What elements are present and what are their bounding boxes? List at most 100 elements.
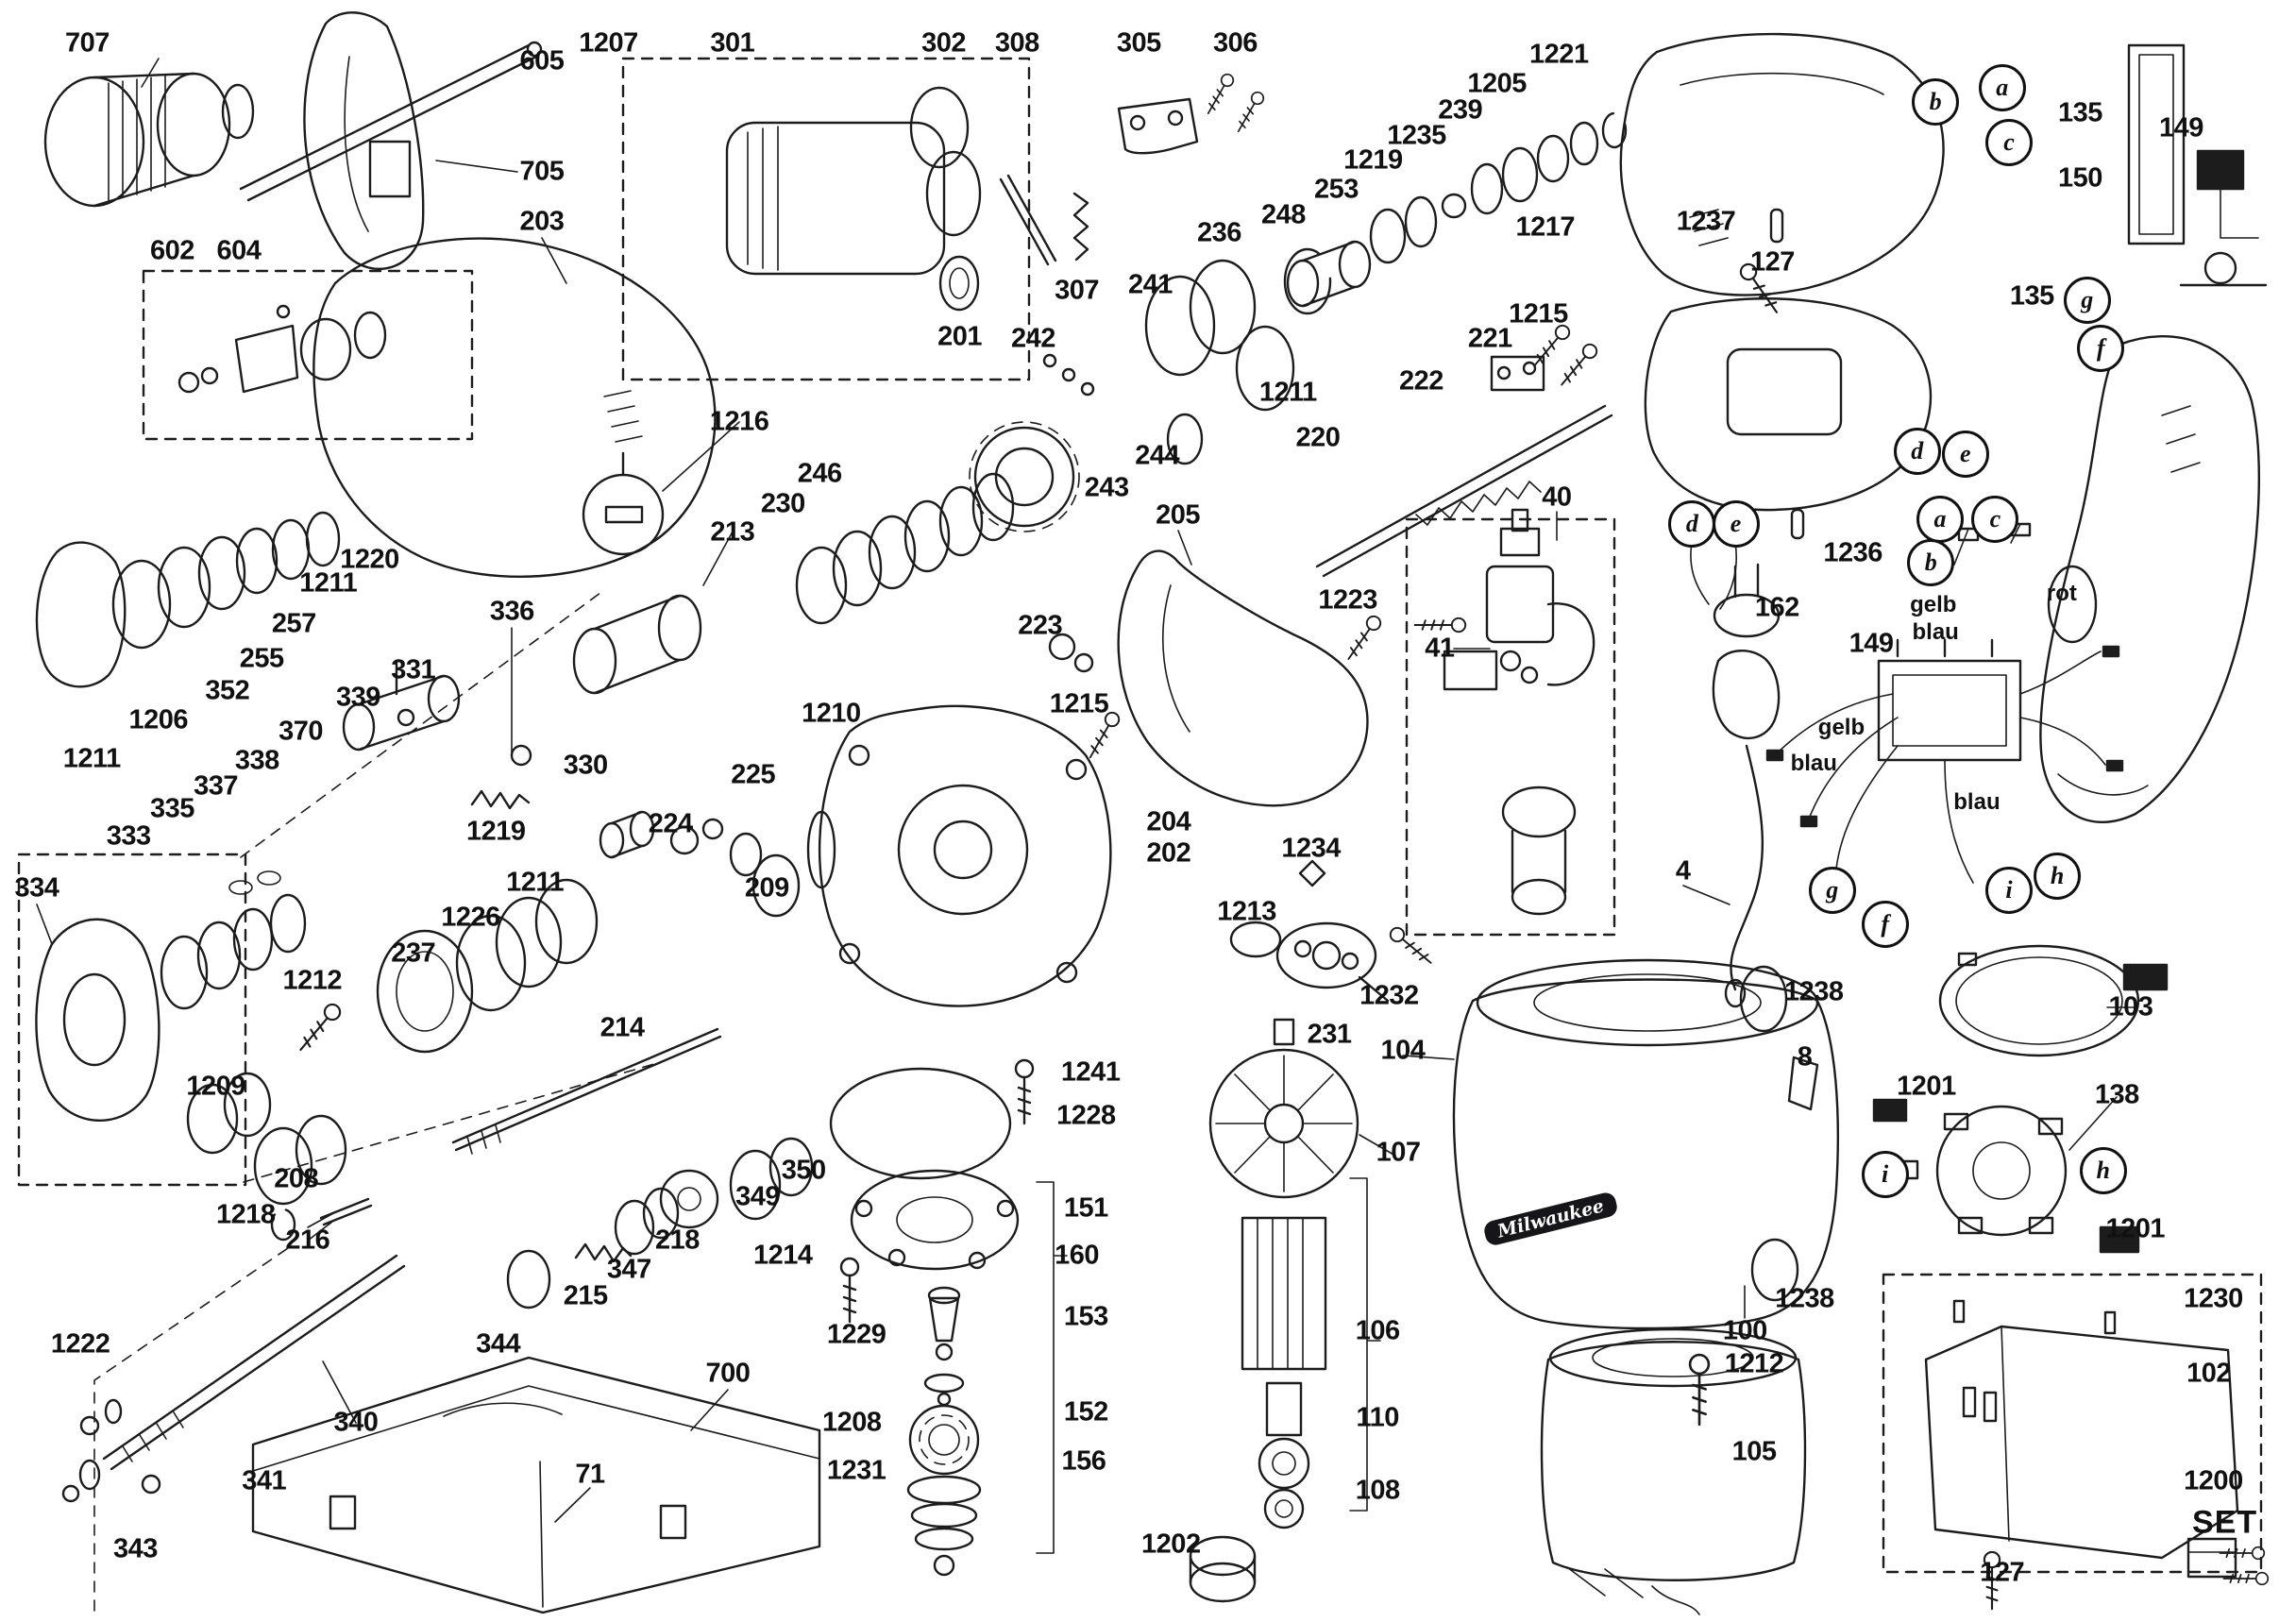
part-number-label: 341: [242, 1465, 287, 1496]
guard-205-drawing: [1048, 530, 1384, 807]
callout-letter: i: [1985, 867, 2033, 915]
part-number-label: 156: [1061, 1445, 1106, 1477]
part-number-label: 604: [216, 235, 262, 266]
part-number-label: 102: [2186, 1358, 2232, 1389]
part-number-label: 221: [1467, 323, 1512, 354]
part-number-label: 350: [781, 1155, 826, 1186]
part-number-label: 1212: [1724, 1348, 1784, 1379]
part-number-label: 1232: [1359, 980, 1419, 1011]
callout-letter: d: [1668, 499, 1716, 548]
part-number-label: 208: [274, 1163, 319, 1194]
part-number-label: 1219: [466, 816, 526, 847]
leader-lines: [141, 58, 1746, 1319]
part-number-label: 104: [1380, 1035, 1426, 1066]
part-number-label: 244: [1135, 440, 1180, 471]
part-number-label: 127: [1980, 1557, 2025, 1588]
crank-housing-1210-drawing: [806, 704, 1112, 1007]
part-number-label: 100: [1722, 1315, 1767, 1346]
chuck-707-drawing: [43, 72, 255, 208]
rods-220-222-drawing: [1315, 321, 1613, 578]
callout-letter: d: [1893, 427, 1941, 475]
part-number-label: 149: [2158, 112, 2203, 144]
part-number-label: 1222: [50, 1328, 110, 1360]
part-number-label: 223: [1018, 610, 1063, 641]
part-number-label: 218: [654, 1225, 700, 1256]
part-number-label: 1211: [299, 567, 358, 599]
housing-203-drawing: [312, 160, 740, 578]
part-number-label: 308: [994, 27, 1039, 59]
part-number-label: 301: [710, 27, 755, 59]
part-number-label: 202: [1146, 837, 1191, 869]
clamp-705-drawing: [303, 11, 425, 270]
part-number-label: 1228: [1056, 1100, 1116, 1131]
part-number-label: 1238: [1784, 976, 1844, 1007]
part-number-label: 205: [1156, 499, 1201, 531]
part-number-label: 707: [64, 27, 110, 59]
callout-letter: h: [2034, 852, 2082, 900]
part-number-label: 1208: [822, 1407, 882, 1438]
part-number-label: 213: [710, 516, 755, 547]
grip-handle-drawing: [2039, 335, 2260, 823]
part-number-label: 347: [606, 1254, 651, 1285]
callout-letter: b: [1912, 78, 1960, 127]
part-number-label: 239: [1438, 94, 1483, 126]
part-number-label: 237: [391, 938, 436, 969]
part-number-label: 40: [1542, 482, 1572, 513]
part-number-label: 335: [149, 793, 194, 824]
wire-color-label: blau: [1790, 751, 1837, 777]
part-number-label: 150: [2057, 162, 2102, 194]
part-number-label: 1213: [1217, 896, 1276, 927]
stack-151-156-drawing: [829, 1058, 1068, 1577]
part-number-label: 1238: [1775, 1283, 1834, 1314]
callout-letter: e: [1941, 431, 1989, 479]
part-number-label: 1230: [2184, 1283, 2243, 1314]
callout-letter: g: [1808, 867, 1856, 915]
part-number-label: 1201: [2105, 1213, 2166, 1244]
part-number-label: 1212: [282, 965, 343, 996]
part-number-label: 1214: [753, 1240, 813, 1271]
part-number-label: 243: [1084, 472, 1129, 503]
part-number-label: 305: [1116, 27, 1161, 59]
part-number-label: 602: [149, 235, 194, 266]
part-number-label: 162: [1754, 592, 1799, 623]
part-number-label: 1234: [1281, 833, 1341, 863]
housing-104-drawing: [1452, 958, 1839, 1427]
part-number-label: 705: [519, 156, 565, 187]
box-602-604-drawing: [142, 269, 474, 441]
part-number-label: 336: [489, 596, 534, 627]
part-number-label: 1218: [215, 1199, 276, 1230]
part-number-label: 222: [1398, 365, 1443, 397]
part-number-label: 1209: [186, 1071, 245, 1102]
part-number-label: 1206: [128, 704, 189, 735]
callout-letter: b: [1907, 539, 1955, 587]
part-number-label: 248: [1261, 199, 1306, 230]
part-number-label: 241: [1127, 269, 1173, 300]
part-number-label: 257: [271, 608, 316, 639]
part-number-label: 105: [1731, 1436, 1777, 1467]
part-number-label: 1215: [1509, 298, 1568, 329]
part-number-label: 127: [1750, 246, 1795, 278]
wire-color-label: blau: [1912, 619, 1959, 646]
part-number-label: 203: [519, 206, 565, 237]
part-number-label: 340: [333, 1407, 379, 1438]
part-number-label: 1205: [1467, 68, 1527, 99]
callout-letter: a: [1978, 63, 2026, 111]
callout-letter: g: [2063, 276, 2111, 324]
set-label: SET: [2192, 1504, 2258, 1541]
part-number-label: 1211: [62, 743, 121, 774]
part-number-label: 1236: [1823, 537, 1882, 568]
part-number-label: 307: [1055, 275, 1100, 306]
part-number-label: 215: [563, 1280, 608, 1311]
part-number-label: 306: [1212, 27, 1258, 59]
part-number-label: 106: [1355, 1315, 1400, 1346]
sleeve-rings-left-drawing: [35, 511, 341, 688]
part-number-label: 41: [1425, 633, 1455, 664]
part-number-label: 1223: [1318, 584, 1377, 616]
switch-149-wiring-drawing: [1690, 522, 2124, 884]
wire-color-label: gelb: [1817, 715, 1866, 741]
case-102-drawing: [1882, 1273, 2263, 1611]
motor-1207-301-drawing: [621, 57, 1031, 381]
part-number-label: 339: [335, 682, 380, 713]
part-number-label: 4: [1675, 855, 1691, 887]
